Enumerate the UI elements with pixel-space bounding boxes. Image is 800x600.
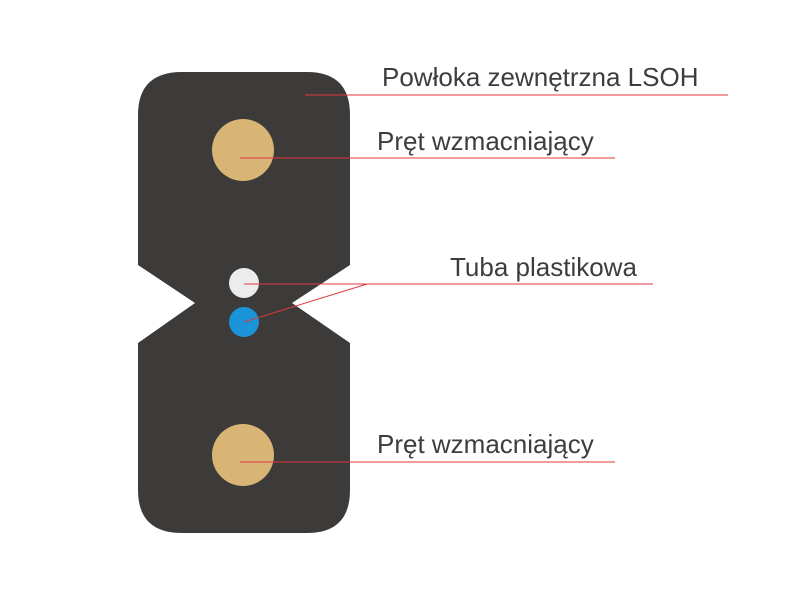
label-plastic-tube: Tuba plastikowa — [450, 252, 637, 282]
label-strength-rod-bottom: Pręt wzmacniający — [377, 429, 594, 459]
strength-rod-bottom — [212, 424, 274, 486]
outer-jacket-shape — [138, 72, 350, 533]
label-strength-rod-top: Pręt wzmacniający — [377, 126, 594, 156]
fiber-white — [229, 268, 259, 298]
leader-line-tube-blue — [243, 283, 368, 323]
label-outer-jacket: Powłoka zewnętrzna LSOH — [382, 62, 699, 92]
strength-rod-top — [212, 119, 274, 181]
